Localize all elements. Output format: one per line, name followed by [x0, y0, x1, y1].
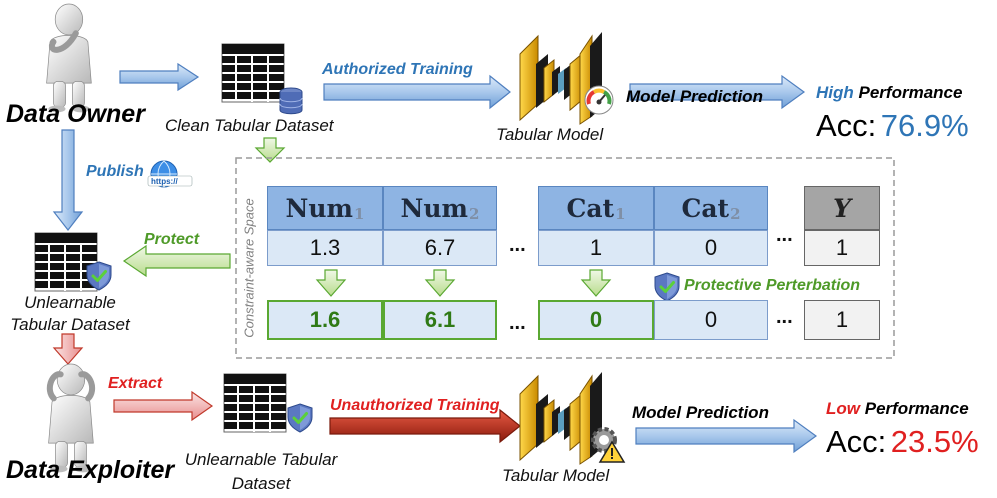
- header-num2-sub: 2: [469, 205, 480, 223]
- arrow-model-prediction-top: [629, 74, 806, 110]
- pert-y: 1: [804, 300, 880, 340]
- low-performance-label: Low Performance: [826, 400, 969, 417]
- pert-cat1: 0: [538, 300, 654, 340]
- orig-num2: 6.7: [383, 230, 497, 266]
- acc-label-bottom: Acc:: [826, 424, 887, 459]
- header-cat1-sub: 1: [615, 205, 626, 223]
- orig-cat2: 0: [654, 230, 768, 266]
- unlearnable-dataset-caption-line1: Unlearnable: [24, 293, 116, 312]
- arrow-perturb-num2: [424, 269, 456, 297]
- performance-word-bottom: Performance: [864, 399, 969, 418]
- arrow-model-prediction-bottom: [635, 418, 818, 454]
- acc-label-top: Acc:: [816, 108, 877, 143]
- header-cat2-sub: 2: [730, 205, 741, 223]
- data-owner-label: Data Owner: [6, 100, 145, 128]
- orig-num1: 1.3: [267, 230, 383, 266]
- globe-icon: [147, 160, 193, 188]
- header-cat1-text: Cat: [566, 193, 615, 223]
- table-grid-icon: [221, 43, 285, 103]
- arrow-unauthorized-training: [329, 408, 521, 444]
- acc-high-value: 76.9%: [880, 108, 969, 143]
- header-cat2-text: Cat: [681, 193, 730, 223]
- data-exploiter-label: Data Exploiter: [6, 456, 175, 484]
- pert-cat2: 0: [654, 300, 768, 340]
- protective-perturbation-label: Protective Perterbation: [684, 277, 861, 294]
- header-num2-text: Num: [400, 193, 469, 223]
- constraint-space-label: Constraint-aware Space: [241, 198, 257, 338]
- model-prediction-top-label: Model Prediction: [626, 87, 763, 106]
- pert-num2: 6.1: [383, 300, 497, 340]
- tabular-model-top-caption: Tabular Model: [496, 125, 604, 144]
- ellipsis-pert-mid: ...: [509, 312, 526, 334]
- arrow-perturb-num1: [315, 269, 347, 297]
- clean-dataset-caption: Clean Tabular Dataset: [165, 116, 334, 135]
- arrow-authorized-training: [323, 74, 511, 110]
- authorized-training-label: Authorized Training: [322, 61, 473, 78]
- accuracy-low: Acc: 23.5%: [826, 426, 979, 457]
- arrow-to-exploiter: [52, 333, 84, 365]
- database-icon: [279, 87, 303, 115]
- person-frustrated-icon: [46, 363, 96, 473]
- shield-check-icon-exploit: [286, 402, 314, 434]
- high-performance-label: High Performance: [816, 84, 962, 101]
- orig-y: 1: [804, 230, 880, 266]
- shield-check-icon-perturbation: [653, 271, 681, 303]
- tabular-model-bottom-caption: Tabular Model: [502, 466, 610, 485]
- warning-gear-icon: [591, 427, 626, 463]
- exploit-dataset-caption-line1: Unlearnable Tabular: [184, 450, 338, 469]
- performance-word-top: Performance: [858, 83, 963, 102]
- low-word: Low: [826, 399, 860, 418]
- header-num1-sub: 1: [354, 205, 365, 223]
- arrow-protect: [122, 244, 231, 278]
- high-word: High: [816, 83, 854, 102]
- acc-low-value: 23.5%: [890, 424, 979, 459]
- arrow-dataset-to-space: [254, 137, 286, 163]
- ellipsis-pert-right: ...: [776, 306, 793, 328]
- constraint-space-box: [235, 157, 895, 359]
- publish-label: Publish: [86, 163, 144, 180]
- table-grid-icon-exploit: [223, 373, 287, 433]
- arrow-extract: [113, 390, 214, 422]
- protect-label: Protect: [144, 231, 200, 248]
- person-thinking-icon: [46, 3, 92, 113]
- header-y: Y: [804, 186, 880, 230]
- extract-label: Extract: [108, 375, 163, 392]
- arrow-publish: [52, 129, 84, 231]
- arrow-owner-to-dataset: [119, 62, 200, 92]
- pert-num1: 1.6: [267, 300, 383, 340]
- ellipsis-header-right: ...: [776, 224, 793, 246]
- ellipsis-orig-mid: ...: [509, 234, 526, 256]
- arrow-perturb-cat1: [580, 269, 612, 297]
- table-grid-icon-unlearnable: [34, 232, 98, 292]
- unauthorized-training-label: Unauthorized Training: [330, 397, 500, 414]
- https-label: https://: [151, 177, 178, 186]
- exploit-dataset-caption-line2: Dataset: [231, 474, 291, 493]
- neural-model-icon-bottom: [519, 371, 603, 465]
- model-prediction-bottom-label: Model Prediction: [632, 403, 769, 422]
- gauge-icon: [584, 85, 614, 115]
- header-num1-text: Num: [285, 193, 354, 223]
- orig-cat1: 1: [538, 230, 654, 266]
- accuracy-high: Acc: 76.9%: [816, 110, 969, 141]
- unlearnable-dataset-caption-line2: Tabular Dataset: [10, 315, 130, 334]
